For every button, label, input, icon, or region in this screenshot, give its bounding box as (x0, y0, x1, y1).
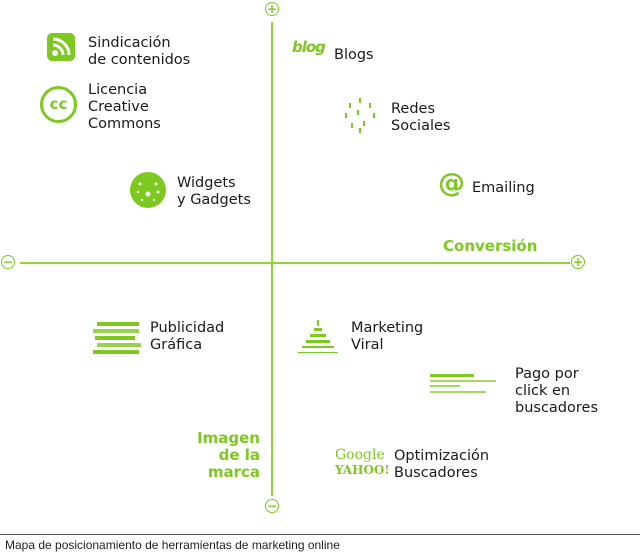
axis-bottom-minus-icon: − (265, 499, 279, 513)
item-blogs: Blogs (334, 47, 374, 63)
caption-divider (0, 534, 640, 535)
axis-top-plus-icon: + (265, 2, 279, 16)
axis-left-minus-icon: − (1, 255, 15, 269)
widget-icon (130, 172, 166, 208)
vertical-axis (271, 22, 273, 496)
horizontal-axis (20, 262, 570, 264)
at-sign-icon: @ (438, 168, 465, 199)
blog-icon: blog (292, 38, 326, 56)
network-dots-icon (343, 97, 379, 137)
rss-icon (47, 33, 75, 61)
text-ad-icon (430, 374, 496, 402)
item-emailing: Emailing (472, 180, 535, 196)
caption: Mapa de posicionamiento de herramientas … (5, 538, 340, 552)
x-axis-label: Conversión (443, 237, 538, 255)
axis-right-plus-icon: + (571, 255, 585, 269)
banner-ads-icon (93, 322, 143, 358)
creative-commons-icon: cc (40, 86, 77, 123)
pyramid-icon (298, 318, 338, 362)
